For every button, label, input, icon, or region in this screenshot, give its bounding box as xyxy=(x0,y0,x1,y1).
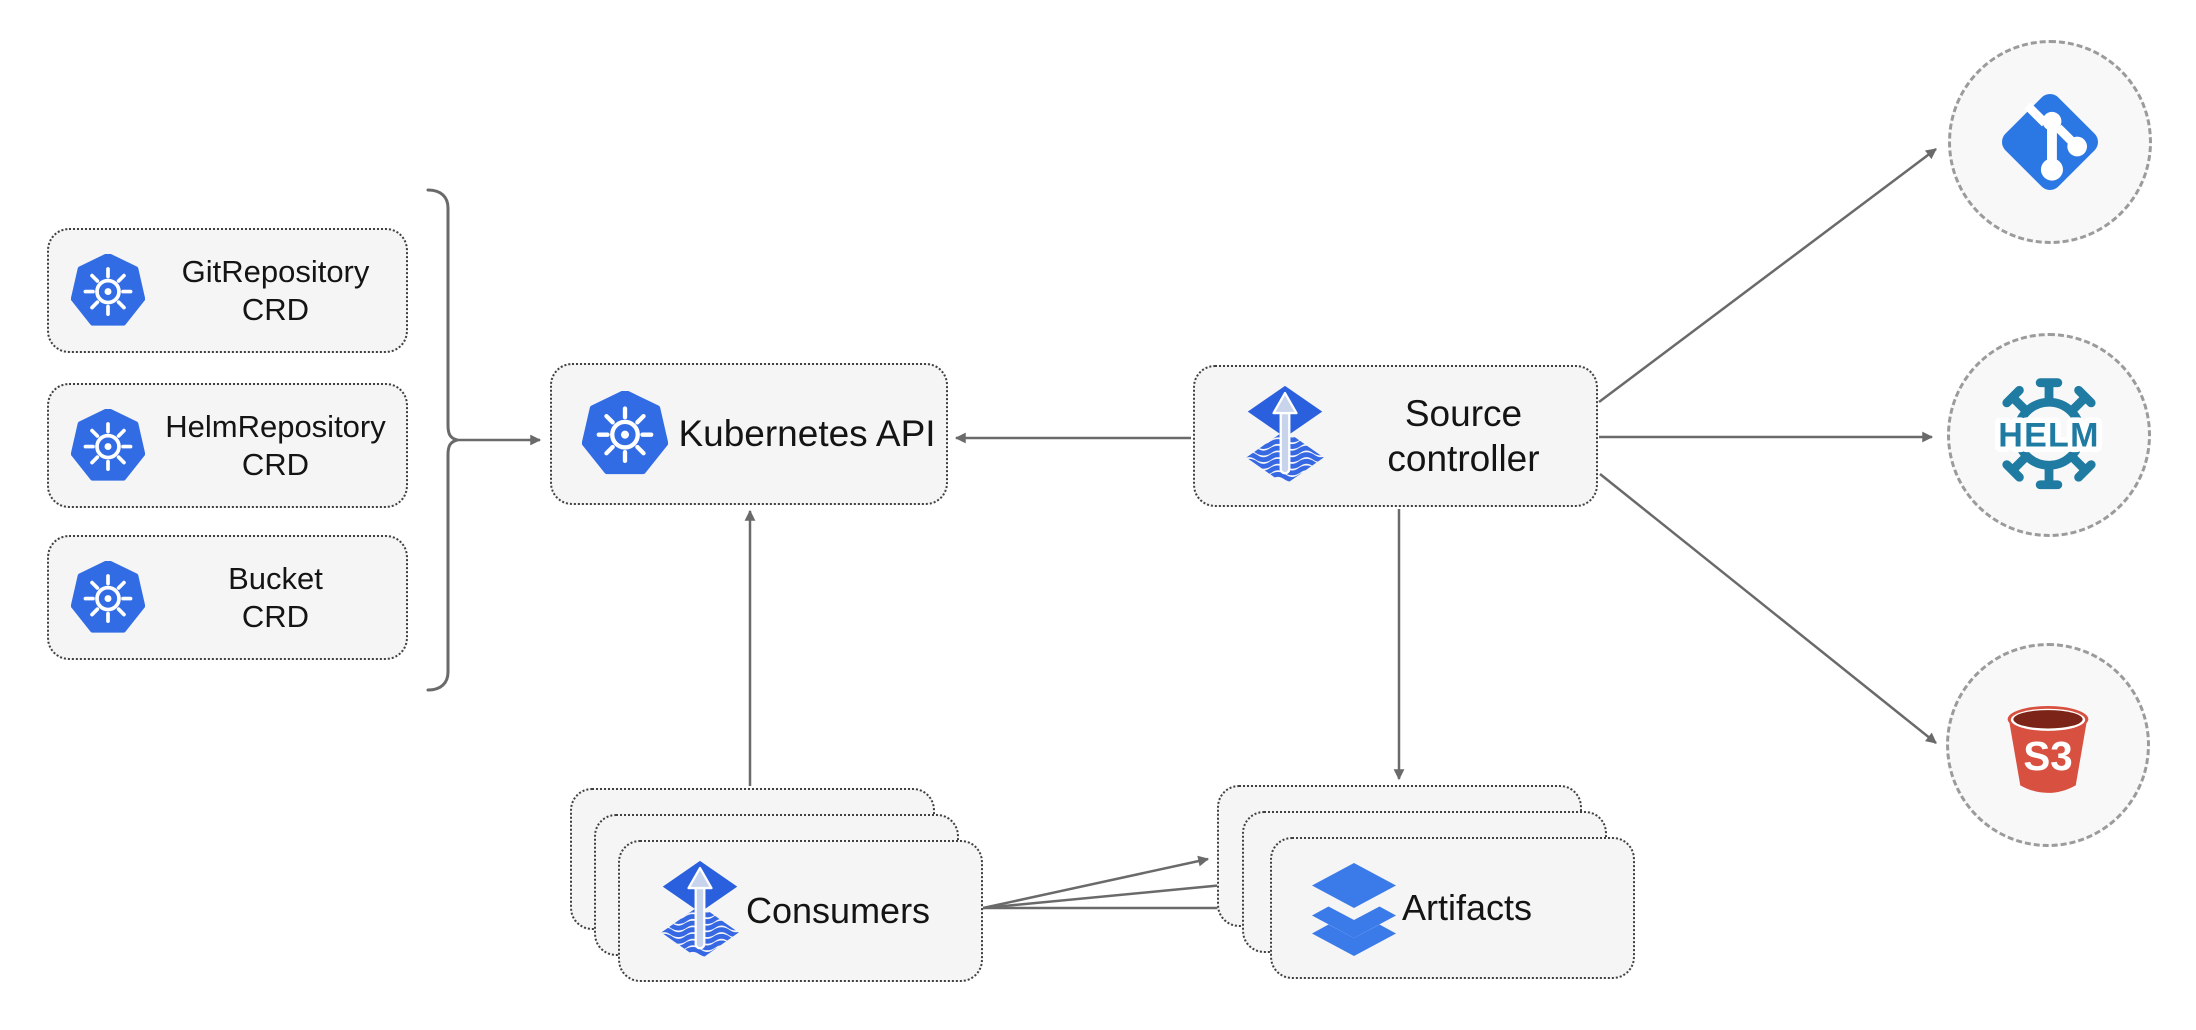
label-line: CRD xyxy=(241,291,310,327)
kubernetes-icon xyxy=(71,560,145,633)
node-label: Bucket CRD xyxy=(145,560,406,636)
label-line: HelmRepository xyxy=(165,408,386,444)
node-source-controller: Source controller xyxy=(1193,365,1598,507)
node-bucket-crd: Bucket CRD xyxy=(47,535,408,660)
crd-group-bracket xyxy=(426,188,463,692)
kubernetes-icon xyxy=(582,391,668,475)
node-artifacts: Artifacts xyxy=(1270,837,1635,979)
connector-consumers-to-artifacts-middle xyxy=(982,879,1236,910)
s3-bucket-icon: S3 xyxy=(2007,705,2089,793)
s3-label: S3 xyxy=(2023,733,2072,779)
node-consumers: Consumers xyxy=(618,840,983,982)
node-artifacts-stack: Artifacts xyxy=(1217,785,1642,985)
helm-label: HELM xyxy=(1998,416,2099,454)
connector-source-controller-to-s3 xyxy=(1599,473,1937,744)
git-icon xyxy=(2001,93,2099,191)
helm-icon: HELM xyxy=(1993,378,2104,490)
connector-source-controller-to-git xyxy=(1598,148,1937,403)
label-line: GitRepository xyxy=(181,253,370,289)
label-line: CRD xyxy=(241,446,310,482)
node-label: GitRepository CRD xyxy=(145,253,406,329)
label-line: CRD xyxy=(241,598,310,634)
connector-consumers-to-artifacts-back xyxy=(982,855,1210,910)
kubernetes-icon xyxy=(71,253,145,326)
layers-icon xyxy=(1312,863,1396,956)
node-label: Source controller xyxy=(1331,391,1596,481)
node-kubernetes-api: Kubernetes API xyxy=(550,363,948,505)
node-gitrepository-crd: GitRepository CRD xyxy=(47,228,408,353)
external-git xyxy=(1948,40,2152,244)
node-label: Kubernetes API xyxy=(678,413,936,455)
external-s3: S3 xyxy=(1946,643,2150,847)
kubernetes-icon xyxy=(71,408,145,481)
node-label: Consumers xyxy=(746,890,931,931)
node-helmrepository-crd: HelmRepository CRD xyxy=(47,383,408,508)
flux-icon xyxy=(661,860,739,957)
node-consumers-stack: Consumers xyxy=(570,788,990,988)
label-line: Source xyxy=(1404,392,1523,434)
node-label: HelmRepository CRD xyxy=(145,408,406,484)
external-helm: HELM xyxy=(1947,333,2151,537)
label-line: Bucket xyxy=(228,560,323,596)
flux-icon xyxy=(1246,385,1324,482)
node-label: Artifacts xyxy=(1402,887,1533,928)
label-line: controller xyxy=(1387,438,1540,479)
